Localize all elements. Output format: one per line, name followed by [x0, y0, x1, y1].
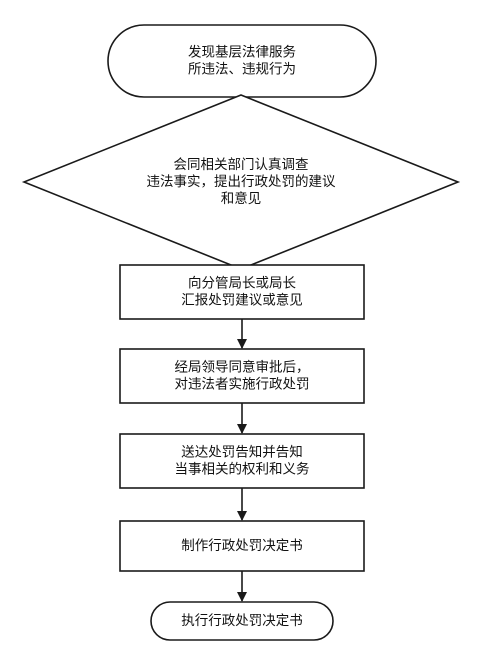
process-shape: [119, 520, 365, 572]
step-label-line: 经局领导同意审批后，: [175, 359, 310, 376]
flow-step-6: 制作行政处罚决定书: [119, 520, 365, 572]
step-label-line: 发现基层法律服务: [188, 44, 296, 61]
flow-steps: 发现基层法律服务所违法、违规行为会同相关部门认真调查违法事实，提出行政处罚的建议…: [21, 24, 461, 641]
step-label-line: 制作行政处罚决定书: [181, 538, 303, 554]
step-label-line: 向分管局长或局长: [188, 276, 296, 292]
terminal-shape: [150, 601, 334, 641]
step-label-line: 对违法者实施行政处罚: [175, 377, 310, 393]
connectors: [235, 93, 249, 602]
step-label-line: 执行行政处罚决定书: [181, 613, 303, 629]
process-shape: [119, 433, 365, 489]
process-shape: [119, 348, 365, 404]
step-label-line: 违法事实，提出行政处罚的建议: [147, 174, 336, 190]
step-label-line: 会同相关部门认真调查: [174, 157, 309, 173]
flow-step-4: 经局领导同意审批后，对违法者实施行政处罚: [119, 348, 365, 404]
step-label-line: 送达处罚告知并告知: [181, 444, 303, 461]
step-label-line: 当事相关的权利和义务: [175, 461, 310, 478]
step-label-line: 汇报处罚建议或意见: [181, 292, 303, 309]
flow-step-7: 执行行政处罚决定书: [150, 601, 334, 641]
process-shape: [119, 264, 365, 320]
step-label-line: 和意见: [221, 190, 262, 207]
step-label-line: 所违法、违规行为: [188, 62, 296, 78]
